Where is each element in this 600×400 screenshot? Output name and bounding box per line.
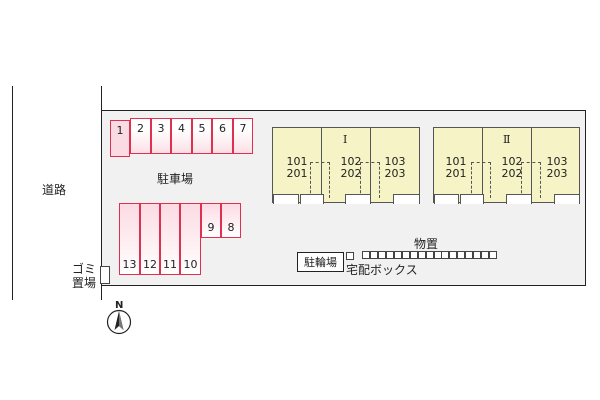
entrance-notch [345, 194, 371, 204]
road-edge-left [12, 86, 13, 300]
room-202: 202 [340, 167, 362, 180]
garbage-area [100, 266, 110, 284]
stair-outline [310, 162, 330, 198]
road-label: 道路 [42, 183, 67, 197]
room-103: 103 [384, 155, 406, 168]
parking-space-4: 4 [171, 118, 192, 154]
parking-space-10: 10 [180, 203, 201, 275]
entrance-notch [393, 194, 420, 204]
entrance-notch [506, 194, 532, 204]
garbage-label-line2: 置場 [71, 276, 96, 290]
parking-space-6: 6 [212, 118, 233, 154]
entrance-notch [434, 194, 459, 204]
stair-outline [360, 162, 380, 198]
room-101: 101 [286, 155, 308, 168]
storage-unit [441, 251, 449, 259]
storage-unit [394, 251, 402, 259]
entrance-notch [300, 194, 324, 204]
room-203: 203 [546, 167, 568, 180]
parking-space-12: 12 [140, 203, 160, 275]
stair-outline [471, 162, 491, 198]
delivery-box-label: 宅配ボックス [346, 263, 418, 277]
unit-divider [321, 128, 322, 202]
storage-unit [402, 251, 410, 259]
building-2: Ⅱ 101 201 102 202 103 203 [433, 127, 580, 204]
bicycle-parking: 駐輪場 [297, 252, 344, 272]
storage-unit [370, 251, 378, 259]
entrance-notch [273, 194, 299, 204]
storage-unit [457, 251, 465, 259]
garbage-label-line1: ゴミ [71, 262, 96, 276]
room-103: 103 [546, 155, 568, 168]
north-label: N [115, 300, 124, 311]
stair-outline [521, 162, 541, 198]
building-1-name: Ⅰ [343, 133, 348, 146]
parking-space-8: 8 [221, 203, 241, 238]
room-201: 201 [286, 167, 308, 180]
entrance-notch [554, 194, 580, 204]
storage-unit [449, 251, 457, 259]
parking-space-2: 2 [130, 118, 151, 154]
building-2-name: Ⅱ [503, 133, 511, 146]
storage-unit [481, 251, 489, 259]
room-102: 102 [340, 155, 362, 168]
parking-space-9: 9 [201, 203, 221, 238]
storage-unit [362, 251, 370, 259]
parking-space-11: 11 [160, 203, 180, 275]
parking-space-13: 13 [119, 203, 140, 275]
storage-unit [378, 251, 386, 259]
entrance-notch [460, 194, 484, 204]
parking-space-3: 3 [151, 118, 171, 154]
building-1: Ⅰ 101 201 102 202 103 203 [272, 127, 420, 204]
unit-divider [370, 128, 371, 202]
storage-unit [465, 251, 473, 259]
storage-unit [473, 251, 481, 259]
parking-label: 駐車場 [157, 172, 194, 186]
storage-unit [410, 251, 418, 259]
storage-unit [426, 251, 434, 259]
delivery-box-icon [346, 252, 354, 260]
parking-space-5: 5 [192, 118, 212, 154]
storage-unit [489, 251, 497, 259]
room-201: 201 [445, 167, 467, 180]
room-203: 203 [384, 167, 406, 180]
room-101: 101 [445, 155, 467, 168]
room-102: 102 [501, 155, 523, 168]
parking-space-7: 7 [233, 118, 253, 154]
storage-unit [418, 251, 426, 259]
unit-divider [531, 128, 532, 202]
room-202: 202 [501, 167, 523, 180]
storage-unit [386, 251, 394, 259]
north-arrow-icon [106, 309, 132, 335]
parking-space-1: 1 [110, 120, 130, 157]
storage-label: 物置 [414, 237, 439, 251]
unit-divider [482, 128, 483, 202]
